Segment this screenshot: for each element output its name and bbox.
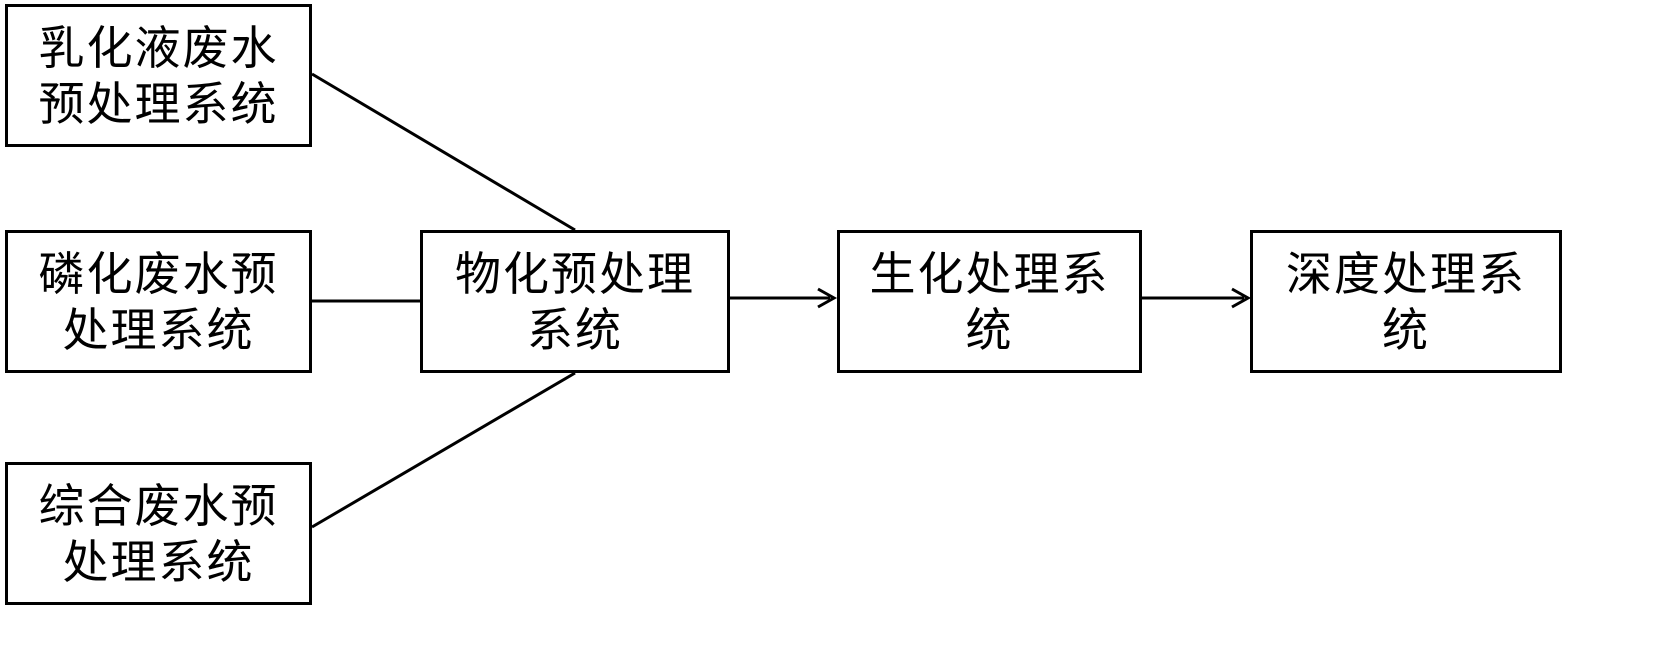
- emulsion-wastewater-pretreatment-box: 乳化液废水 预处理系统: [5, 4, 312, 147]
- emulsion-wastewater-pretreatment-label: 乳化液废水 预处理系统: [38, 20, 279, 131]
- advanced-treatment-label: 深度处理系 统: [1286, 246, 1526, 357]
- advanced-treatment-box: 深度处理系 统: [1250, 230, 1562, 373]
- general-wastewater-pretreatment-box: 综合废水预 处理系统: [5, 462, 312, 605]
- physicochemical-pretreatment-label: 物化预处理 系统: [455, 246, 695, 357]
- connector-emulsion-to-physchem: [311, 72, 576, 232]
- biochemical-treatment-box: 生化处理系 统: [837, 230, 1142, 373]
- arrowhead-physchem-to-biochem: [817, 287, 838, 309]
- connector-general-to-physchem: [311, 371, 576, 529]
- phosphating-wastewater-pretreatment-box: 磷化废水预 处理系统: [5, 230, 312, 373]
- phosphating-wastewater-pretreatment-label: 磷化废水预 处理系统: [38, 246, 279, 357]
- general-wastewater-pretreatment-label: 综合废水预 处理系统: [38, 478, 279, 589]
- arrowhead-biochem-to-advanced: [1231, 287, 1252, 309]
- biochemical-treatment-label: 生化处理系 统: [869, 246, 1110, 357]
- physicochemical-pretreatment-box: 物化预处理 系统: [420, 230, 730, 373]
